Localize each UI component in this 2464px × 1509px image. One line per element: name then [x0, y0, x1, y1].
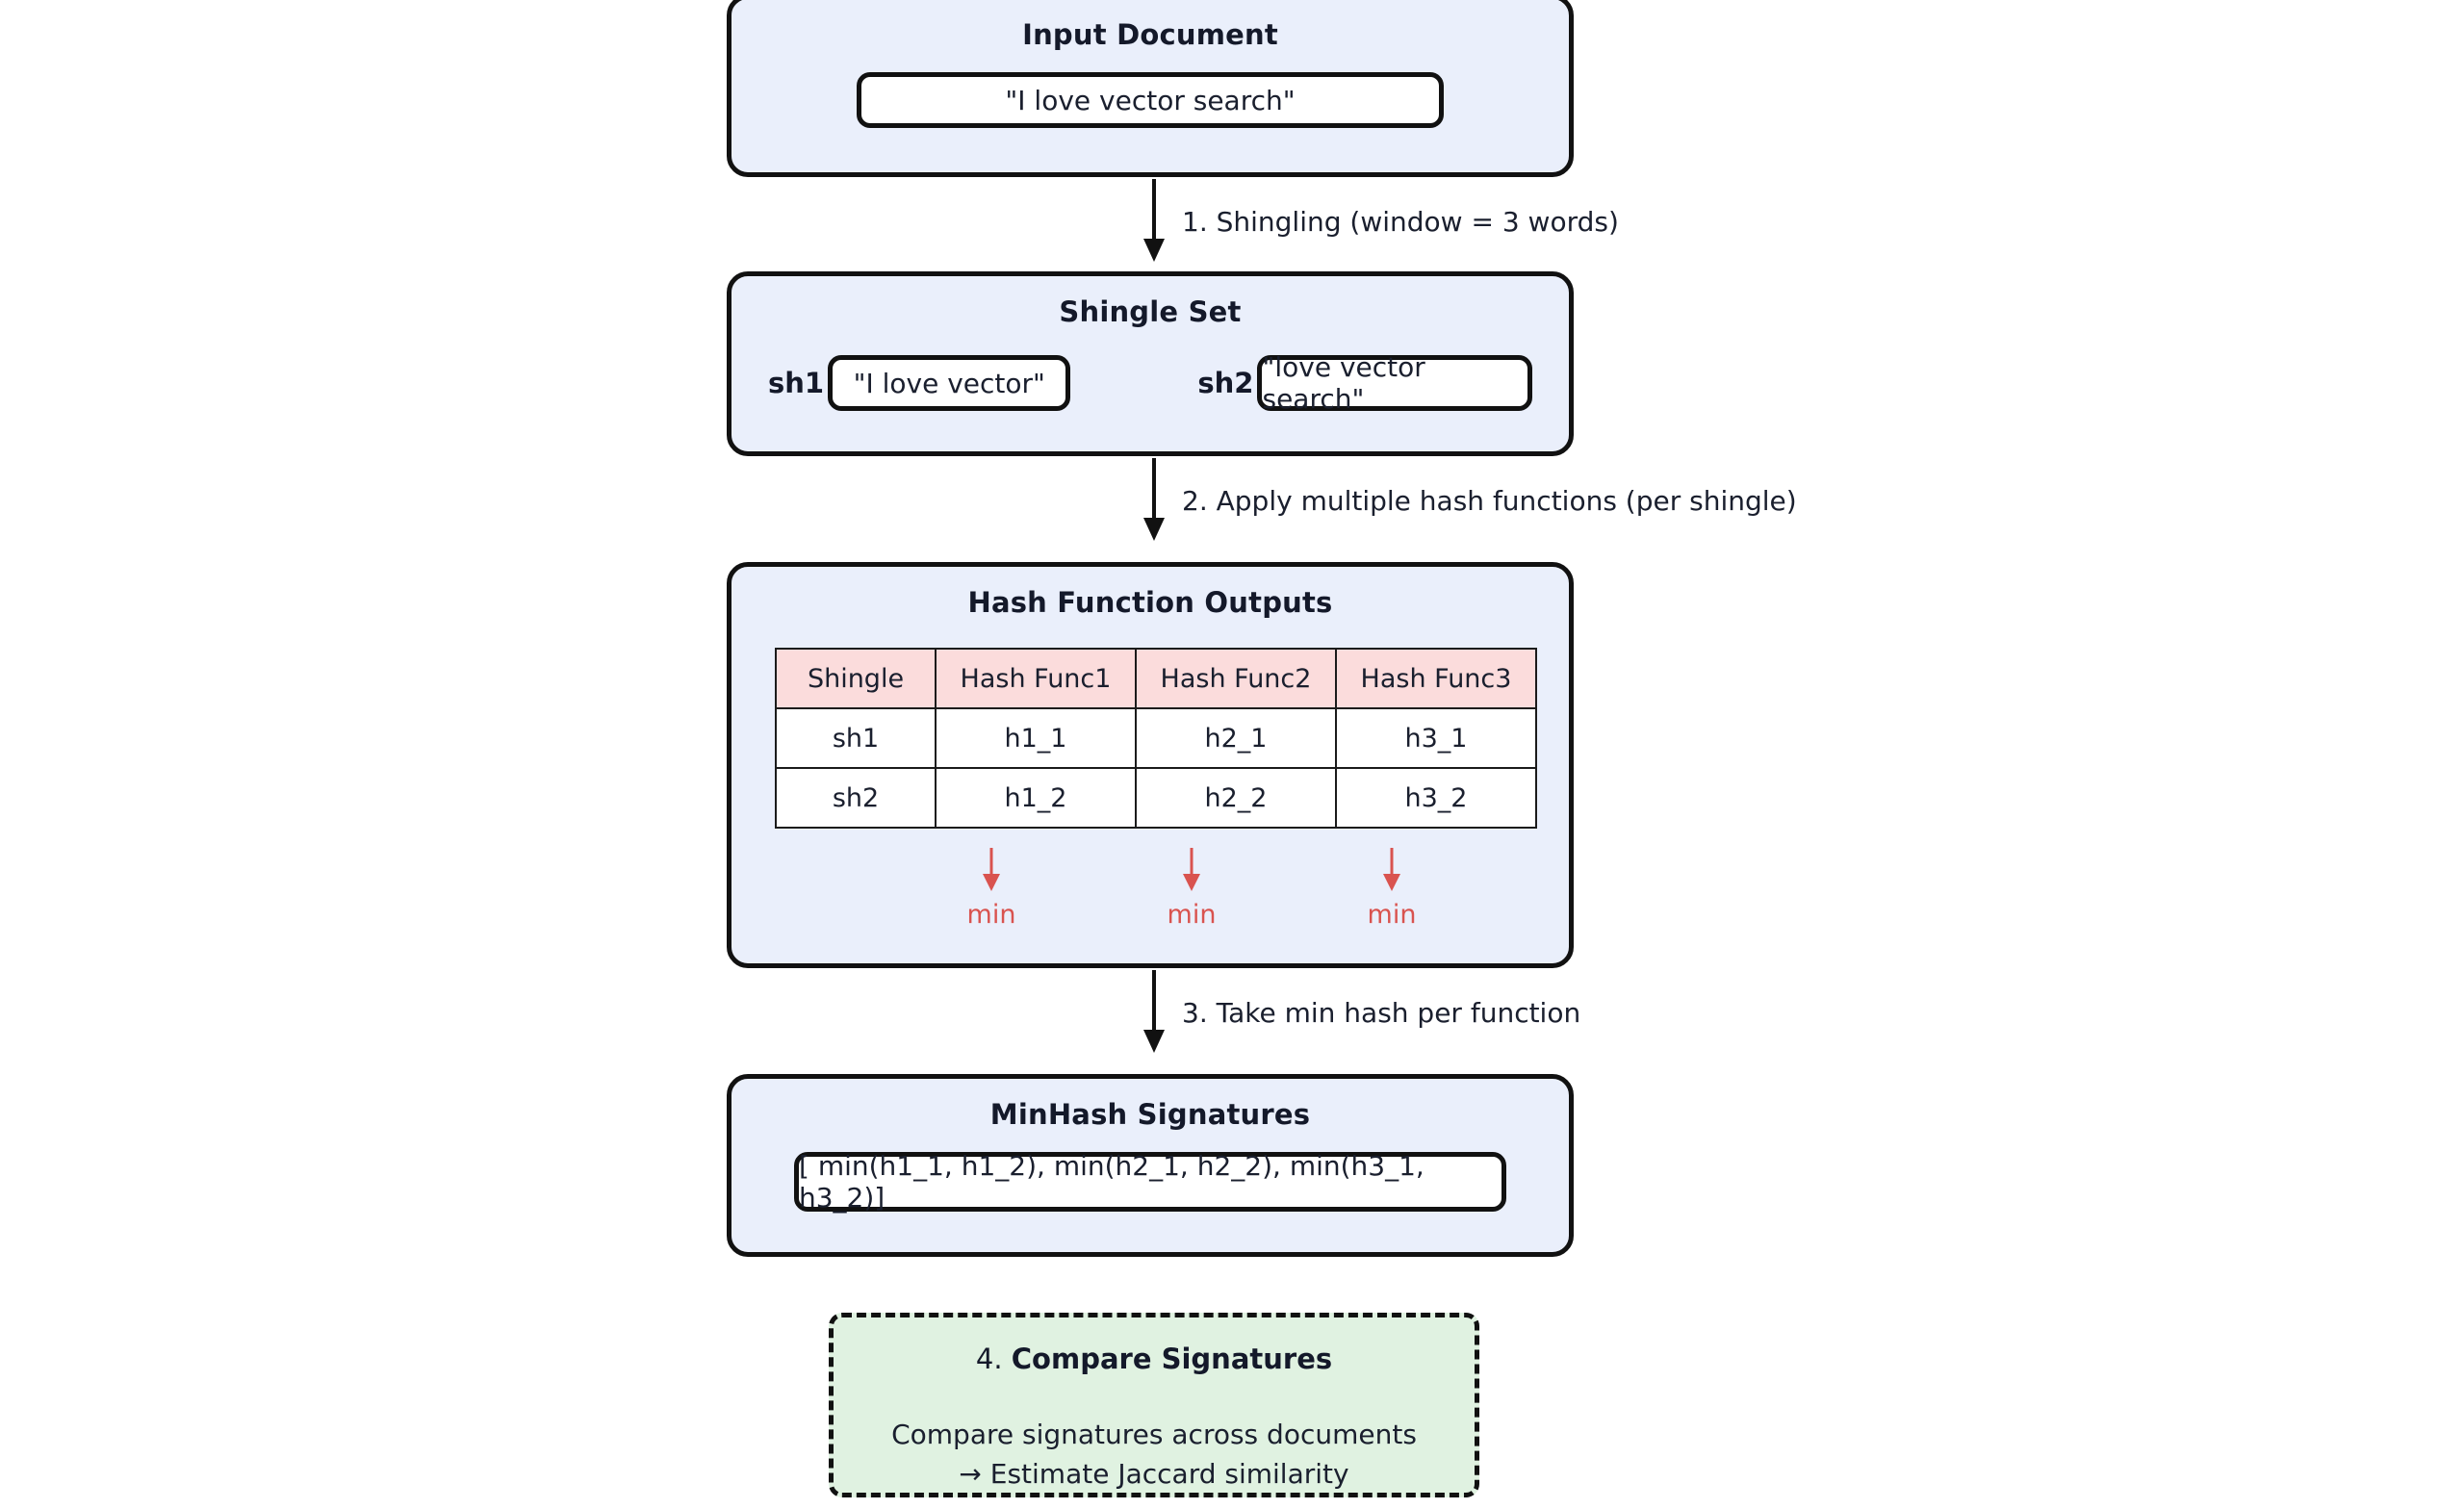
compare-step-number: 4. — [975, 1343, 1003, 1375]
table-header-row: Shingle Hash Func1 Hash Func2 Hash Func3 — [775, 648, 1537, 709]
cell-h3-2: h3_2 — [1335, 767, 1537, 829]
minhash-signatures-title: MinHash Signatures — [989, 1098, 1311, 1131]
cell-shingle-sh1: sh1 — [775, 707, 937, 769]
compare-signatures-title: 4. Compare Signatures — [834, 1343, 1475, 1375]
hash-outputs-table: Shingle Hash Func1 Hash Func2 Hash Func3… — [775, 648, 1537, 829]
cell-h2-2: h2_2 — [1135, 767, 1337, 829]
shingle-value-sh2: "love vector search" — [1257, 351, 1532, 415]
shingle-key-sh1: sh1 — [768, 367, 825, 399]
shingle-set-title: Shingle Set — [1059, 295, 1242, 328]
table-row: sh1 h1_1 h2_1 h3_1 — [775, 707, 1537, 769]
shingle-row: sh1 "I love vector" sh2 "love vector sea… — [732, 351, 1569, 415]
cell-h2-1: h2_1 — [1135, 707, 1337, 769]
stage-shingle-set: Shingle Set sh1 "I love vector" sh2 "lov… — [727, 271, 1574, 456]
column-header-hash-func2: Hash Func2 — [1135, 648, 1337, 709]
flow-label-3: 3. Take min hash per function — [1182, 997, 1581, 1029]
shingle-key-sh2: sh2 — [1197, 367, 1254, 399]
min-arrow-icon-1 — [983, 848, 1000, 891]
flow-label-1: 1. Shingling (window = 3 words) — [1182, 206, 1619, 238]
flow-label-2: 2. Apply multiple hash functions (per sh… — [1182, 485, 1797, 517]
hash-outputs-title: Hash Function Outputs — [967, 586, 1333, 619]
cell-shingle-sh2: sh2 — [775, 767, 937, 829]
column-header-shingle: Shingle — [775, 648, 937, 709]
minhash-signatures-value: [ min(h1_1, h1_2), min(h2_1, h2_2), min(… — [794, 1150, 1506, 1214]
input-document-title: Input Document — [1022, 18, 1278, 51]
input-document-text-pill: "I love vector search" — [857, 72, 1444, 128]
compare-body-line2: → Estimate Jaccard similarity — [959, 1457, 1349, 1490]
stage-minhash-signatures: MinHash Signatures [ min(h1_1, h1_2), mi… — [727, 1074, 1574, 1257]
min-marker-func2: min — [1134, 848, 1249, 928]
flow-arrow-2 — [1143, 458, 1165, 541]
min-arrow-icon-3 — [1383, 848, 1400, 891]
table-row: sh2 h1_2 h2_2 h3_2 — [775, 767, 1537, 829]
min-label-2: min — [1167, 900, 1217, 930]
cell-h1-2: h1_2 — [935, 767, 1137, 829]
min-marker-func1: min — [934, 848, 1049, 928]
compare-body-line1: Compare signatures across documents — [891, 1419, 1417, 1450]
shingle-value-sh1: "I love vector" — [828, 355, 1071, 411]
flow-arrow-3 — [1143, 970, 1165, 1053]
column-header-hash-func1: Hash Func1 — [935, 648, 1137, 709]
flow-arrow-1 — [1143, 179, 1165, 262]
min-marker-func3: min — [1334, 848, 1450, 928]
cell-h3-1: h3_1 — [1335, 707, 1537, 769]
stage-hash-function-outputs: Hash Function Outputs Shingle Hash Func1… — [727, 562, 1574, 968]
compare-signatures-box: 4. Compare Signatures Compare signatures… — [829, 1313, 1479, 1497]
min-label-1: min — [966, 900, 1016, 930]
cell-h1-1: h1_1 — [935, 707, 1137, 769]
compare-signatures-body: Compare signatures across documents → Es… — [834, 1416, 1475, 1494]
min-arrow-icon-2 — [1183, 848, 1200, 891]
column-header-hash-func3: Hash Func3 — [1335, 648, 1537, 709]
stage-input-document: Input Document "I love vector search" — [727, 0, 1574, 177]
min-label-3: min — [1367, 900, 1417, 930]
compare-title-text: Compare Signatures — [1011, 1343, 1333, 1375]
